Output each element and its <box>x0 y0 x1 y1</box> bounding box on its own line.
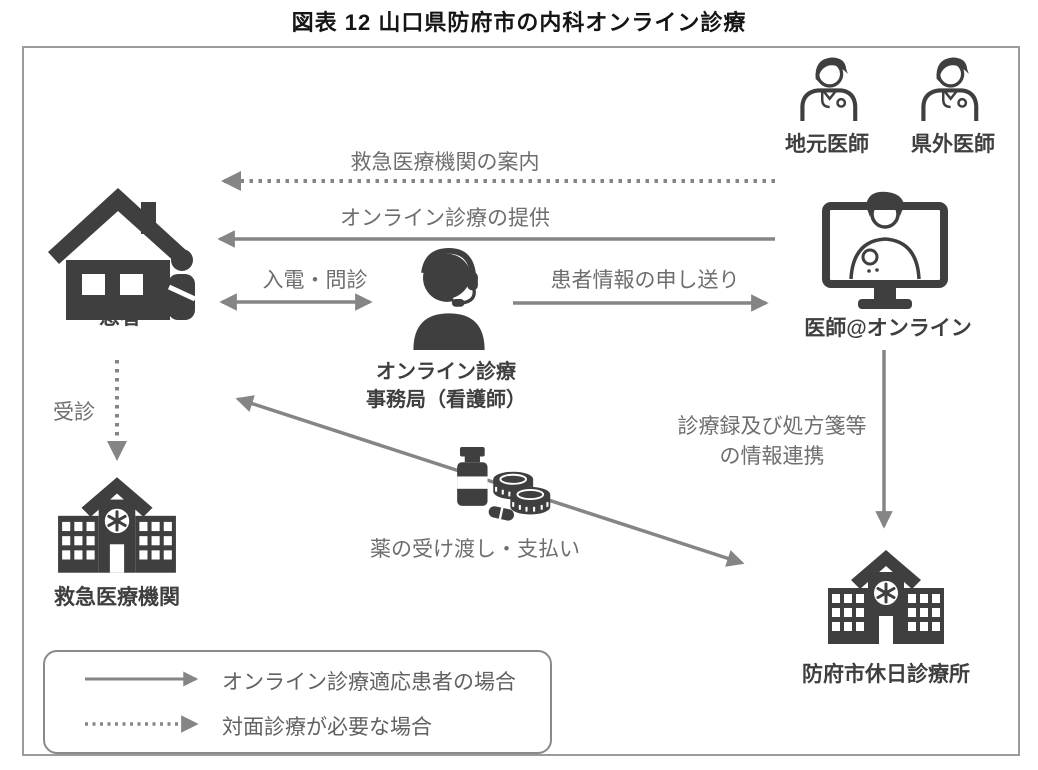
patient-info-label: 患者情報の申し送り <box>550 269 740 292</box>
medicine-coins-icon <box>441 447 555 523</box>
emergency-guidance-label: 救急医療機関の案内 <box>350 151 540 174</box>
patient-label: 患者 <box>99 306 141 329</box>
legend-box <box>43 650 552 754</box>
online-care-label: オンライン診療の提供 <box>340 207 550 230</box>
monitor-doctor-icon <box>820 190 950 312</box>
outside-doctor-label: 県外医師 <box>911 133 995 156</box>
figure-title: 図表 12 山口県防府市の内科オンライン診療 <box>291 10 747 35</box>
local-doctor-label: 地元医師 <box>785 133 869 156</box>
local-doctor-icon <box>795 50 861 126</box>
diagram-frame <box>22 46 1020 756</box>
records-link-label-line2: の情報連携 <box>719 445 825 468</box>
online-office-label-line2: 事務局（看護師） <box>366 389 526 411</box>
emergency-hospital-icon <box>54 477 180 577</box>
headset-operator-icon <box>408 248 490 350</box>
emergency-hospital-label: 救急医療機関 <box>54 586 180 609</box>
call-interview-label: 入電・問診 <box>262 269 368 292</box>
records-link-label-line1: 診療録及び処方箋等 <box>677 415 867 438</box>
online-doctor-label: 医師@オンライン <box>804 317 972 340</box>
legend-dotted-label: 対面診療が必要な場合 <box>222 716 432 739</box>
medicine-payment-label: 薬の受け渡し・支払い <box>370 538 580 561</box>
outside-doctor-icon <box>916 50 982 126</box>
visit-label: 受診 <box>53 401 95 424</box>
online-office-label-line1: オンライン診療 <box>376 361 516 383</box>
holiday-clinic-icon <box>824 550 948 648</box>
legend-solid-label: オンライン診療適応患者の場合 <box>222 671 516 694</box>
holiday-clinic-label: 防府市休日診療所 <box>802 663 970 686</box>
house-patient-icon <box>42 186 198 332</box>
